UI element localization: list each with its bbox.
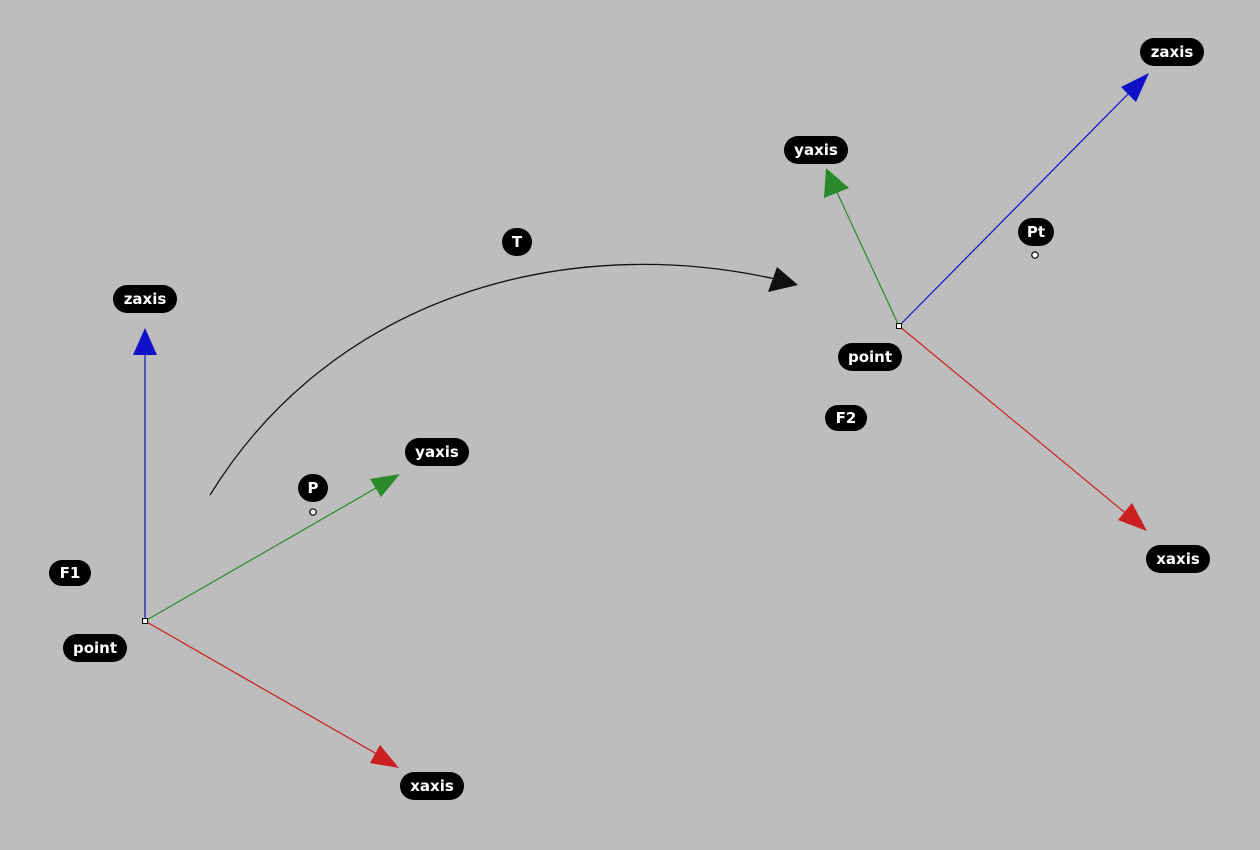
point-pt-marker (1031, 251, 1039, 259)
frame-f2-z-axis-arrowhead (1121, 73, 1149, 102)
transform-tag: T (502, 228, 532, 256)
frame-f2-x-axis-line (898, 325, 1130, 517)
frame-f2-origin-marker (896, 323, 902, 329)
transform-text: T (512, 233, 523, 251)
frame-f2-z-axis-line (898, 89, 1133, 327)
transform-arc (209, 263, 781, 496)
frame-f1-z-axis-text: zaxis (124, 290, 167, 308)
frame-f2-y-axis-text: yaxis (794, 141, 838, 159)
frame-f2-origin-tag: point (838, 343, 902, 371)
point-pt-text: Pt (1027, 223, 1045, 241)
frame-f1-y-axis-arrowhead (370, 474, 400, 497)
frame-f1-y-axis-tag: yaxis (405, 438, 469, 466)
frame-f2-x-axis-text: xaxis (1156, 550, 1200, 568)
frame-f1-y-axis-text: yaxis (415, 443, 459, 461)
frame-f1-x-axis-text: xaxis (410, 777, 454, 795)
frame-f2-y-axis-arrowhead (824, 168, 849, 198)
transform-t: T (209, 228, 798, 496)
point-p-tag: P (298, 474, 328, 502)
frame-f1-origin-marker (142, 618, 148, 624)
frame-f2-y-axis-line (834, 187, 900, 327)
frame-f1-z-axis-arrowhead (133, 328, 157, 355)
frame-f1-x-axis-line (144, 620, 383, 758)
frame-f1-x-axis-tag: xaxis (400, 772, 464, 800)
point-p-text: P (308, 479, 319, 497)
frame-f2-y-axis-tag: yaxis (784, 136, 848, 164)
frame-f1-origin-text: point (73, 639, 117, 657)
frame-f2-z-axis-tag: zaxis (1140, 38, 1204, 66)
frame-f2-name-text: F2 (836, 409, 857, 427)
transform-arrowhead (768, 267, 798, 292)
frame-f1-name-text: F1 (60, 564, 81, 582)
frame-f1-name-tag: F1 (49, 560, 91, 586)
frame-f2-z-axis-text: zaxis (1151, 43, 1194, 61)
frame-f1: F1 point xaxis yaxis zaxis (49, 285, 469, 800)
frame-f2: F2 point xaxis yaxis zaxis (784, 38, 1210, 573)
frame-f2-name-tag: F2 (825, 405, 867, 431)
point-pt-tag: Pt (1018, 218, 1054, 246)
frame-f2-x-axis-tag: xaxis (1146, 545, 1210, 573)
point-p: P (298, 474, 328, 516)
frame-f1-z-axis-tag: zaxis (113, 285, 177, 313)
point-p-marker (309, 508, 317, 516)
point-pt: Pt (1018, 218, 1054, 259)
frame-f1-x-axis-arrowhead (370, 745, 399, 768)
frame-f1-y-axis-line (144, 483, 384, 622)
frame-f1-origin-tag: point (63, 634, 127, 662)
frame-f2-origin-text: point (848, 348, 892, 366)
frame-f2-x-axis-arrowhead (1118, 503, 1147, 531)
